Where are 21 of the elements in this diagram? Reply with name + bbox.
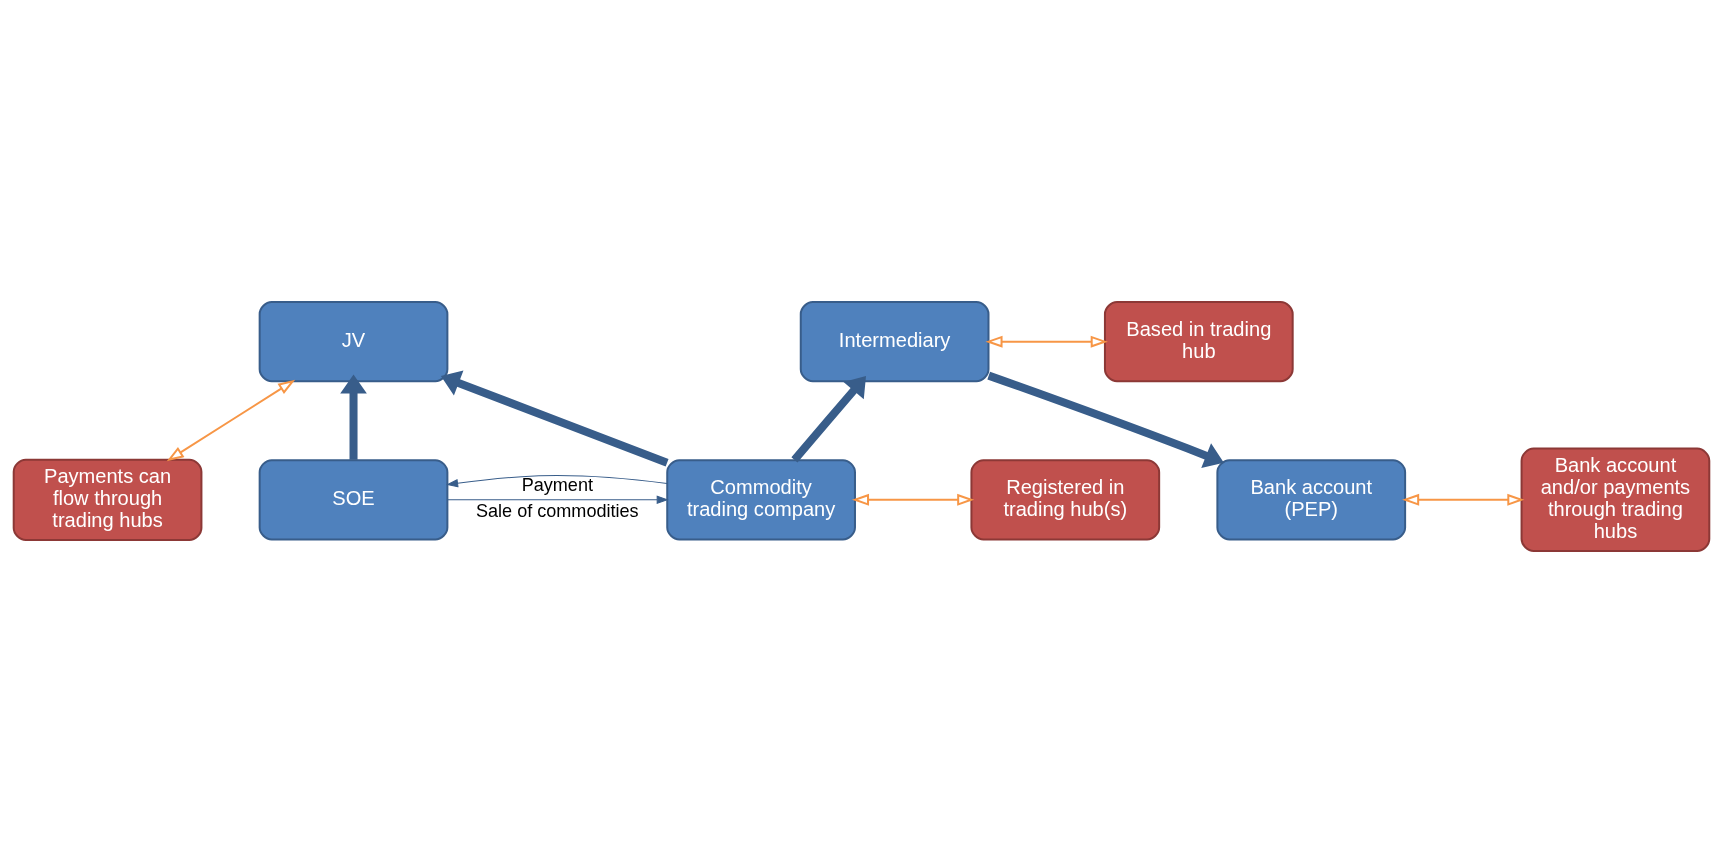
arrow [851, 493, 975, 506]
node-box: Registered in trading hub(s) [970, 458, 1161, 540]
edge-label: Sale of commodities [476, 500, 639, 521]
edge-label: Payment [521, 474, 593, 495]
arrow [985, 335, 1108, 348]
arrow [340, 373, 367, 460]
node-box: Bank account and/or payments through trading hubs [1520, 447, 1711, 552]
arrow [440, 370, 669, 466]
node-box: Intermediary [799, 300, 990, 382]
arrow [166, 379, 296, 461]
node-box: Payments can flow through trading hubs [12, 458, 203, 541]
node-box: Based in trading hub [1103, 300, 1294, 382]
node-box: Bank account (PEP) [1216, 458, 1407, 540]
arrow [1402, 493, 1525, 506]
node-box: JV [258, 300, 449, 382]
arrow [791, 375, 866, 462]
node-box: Commodity trading company [666, 458, 856, 540]
arrow [447, 495, 668, 504]
node-box: SOE [258, 458, 449, 540]
arrow [987, 371, 1224, 468]
arrow [447, 474, 668, 487]
